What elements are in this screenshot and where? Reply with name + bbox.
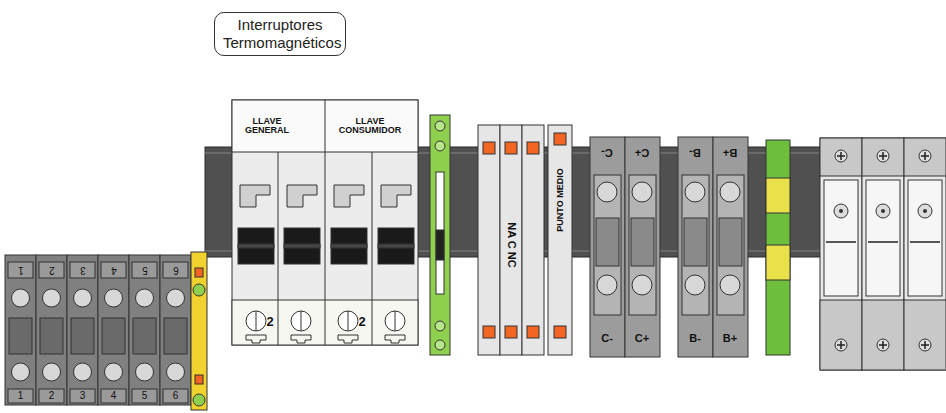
part-label: LLAVE GENERAL [237,117,297,135]
part-label: B- [689,333,701,344]
part-label: 2 [266,315,273,328]
part-label: LLAVE CONSUMIDOR [332,117,408,135]
part-label: C+ [635,333,649,344]
surge-protectors [820,138,946,370]
part-label: B+ [723,147,737,158]
earth-terminal [766,140,790,355]
part-label: C- [601,147,613,158]
end-clamp [430,115,450,355]
part-label: 3 [80,391,86,401]
part-label: 4 [111,391,117,401]
midpoint-terminal [548,125,572,355]
part-label: 3 [80,265,86,275]
part-label: NA C NC [506,222,517,267]
part-label: 5 [142,265,148,275]
part-label: C- [601,333,613,344]
part-label: 6 [173,391,179,401]
part-label: B+ [723,333,737,344]
battery-terminals [590,137,748,357]
part-label: C+ [635,147,649,158]
part-label: 1 [18,391,24,401]
callout-box: Interruptores Termomagnéticos [214,12,346,56]
breaker-module [232,100,418,345]
part-label: PUNTO MEDIO [556,168,565,231]
part-label: 2 [358,315,365,328]
part-label: B- [689,147,701,158]
part-label: 6 [173,265,179,275]
terminal-block [5,252,207,410]
part-label: 2 [49,265,55,275]
part-label: 5 [142,391,148,401]
relay-terminal [478,125,544,355]
callout-text: Interruptores Termomagnéticos [223,16,337,52]
part-label: 1 [18,265,24,275]
part-label: 4 [111,265,117,275]
part-label: 2 [49,391,55,401]
